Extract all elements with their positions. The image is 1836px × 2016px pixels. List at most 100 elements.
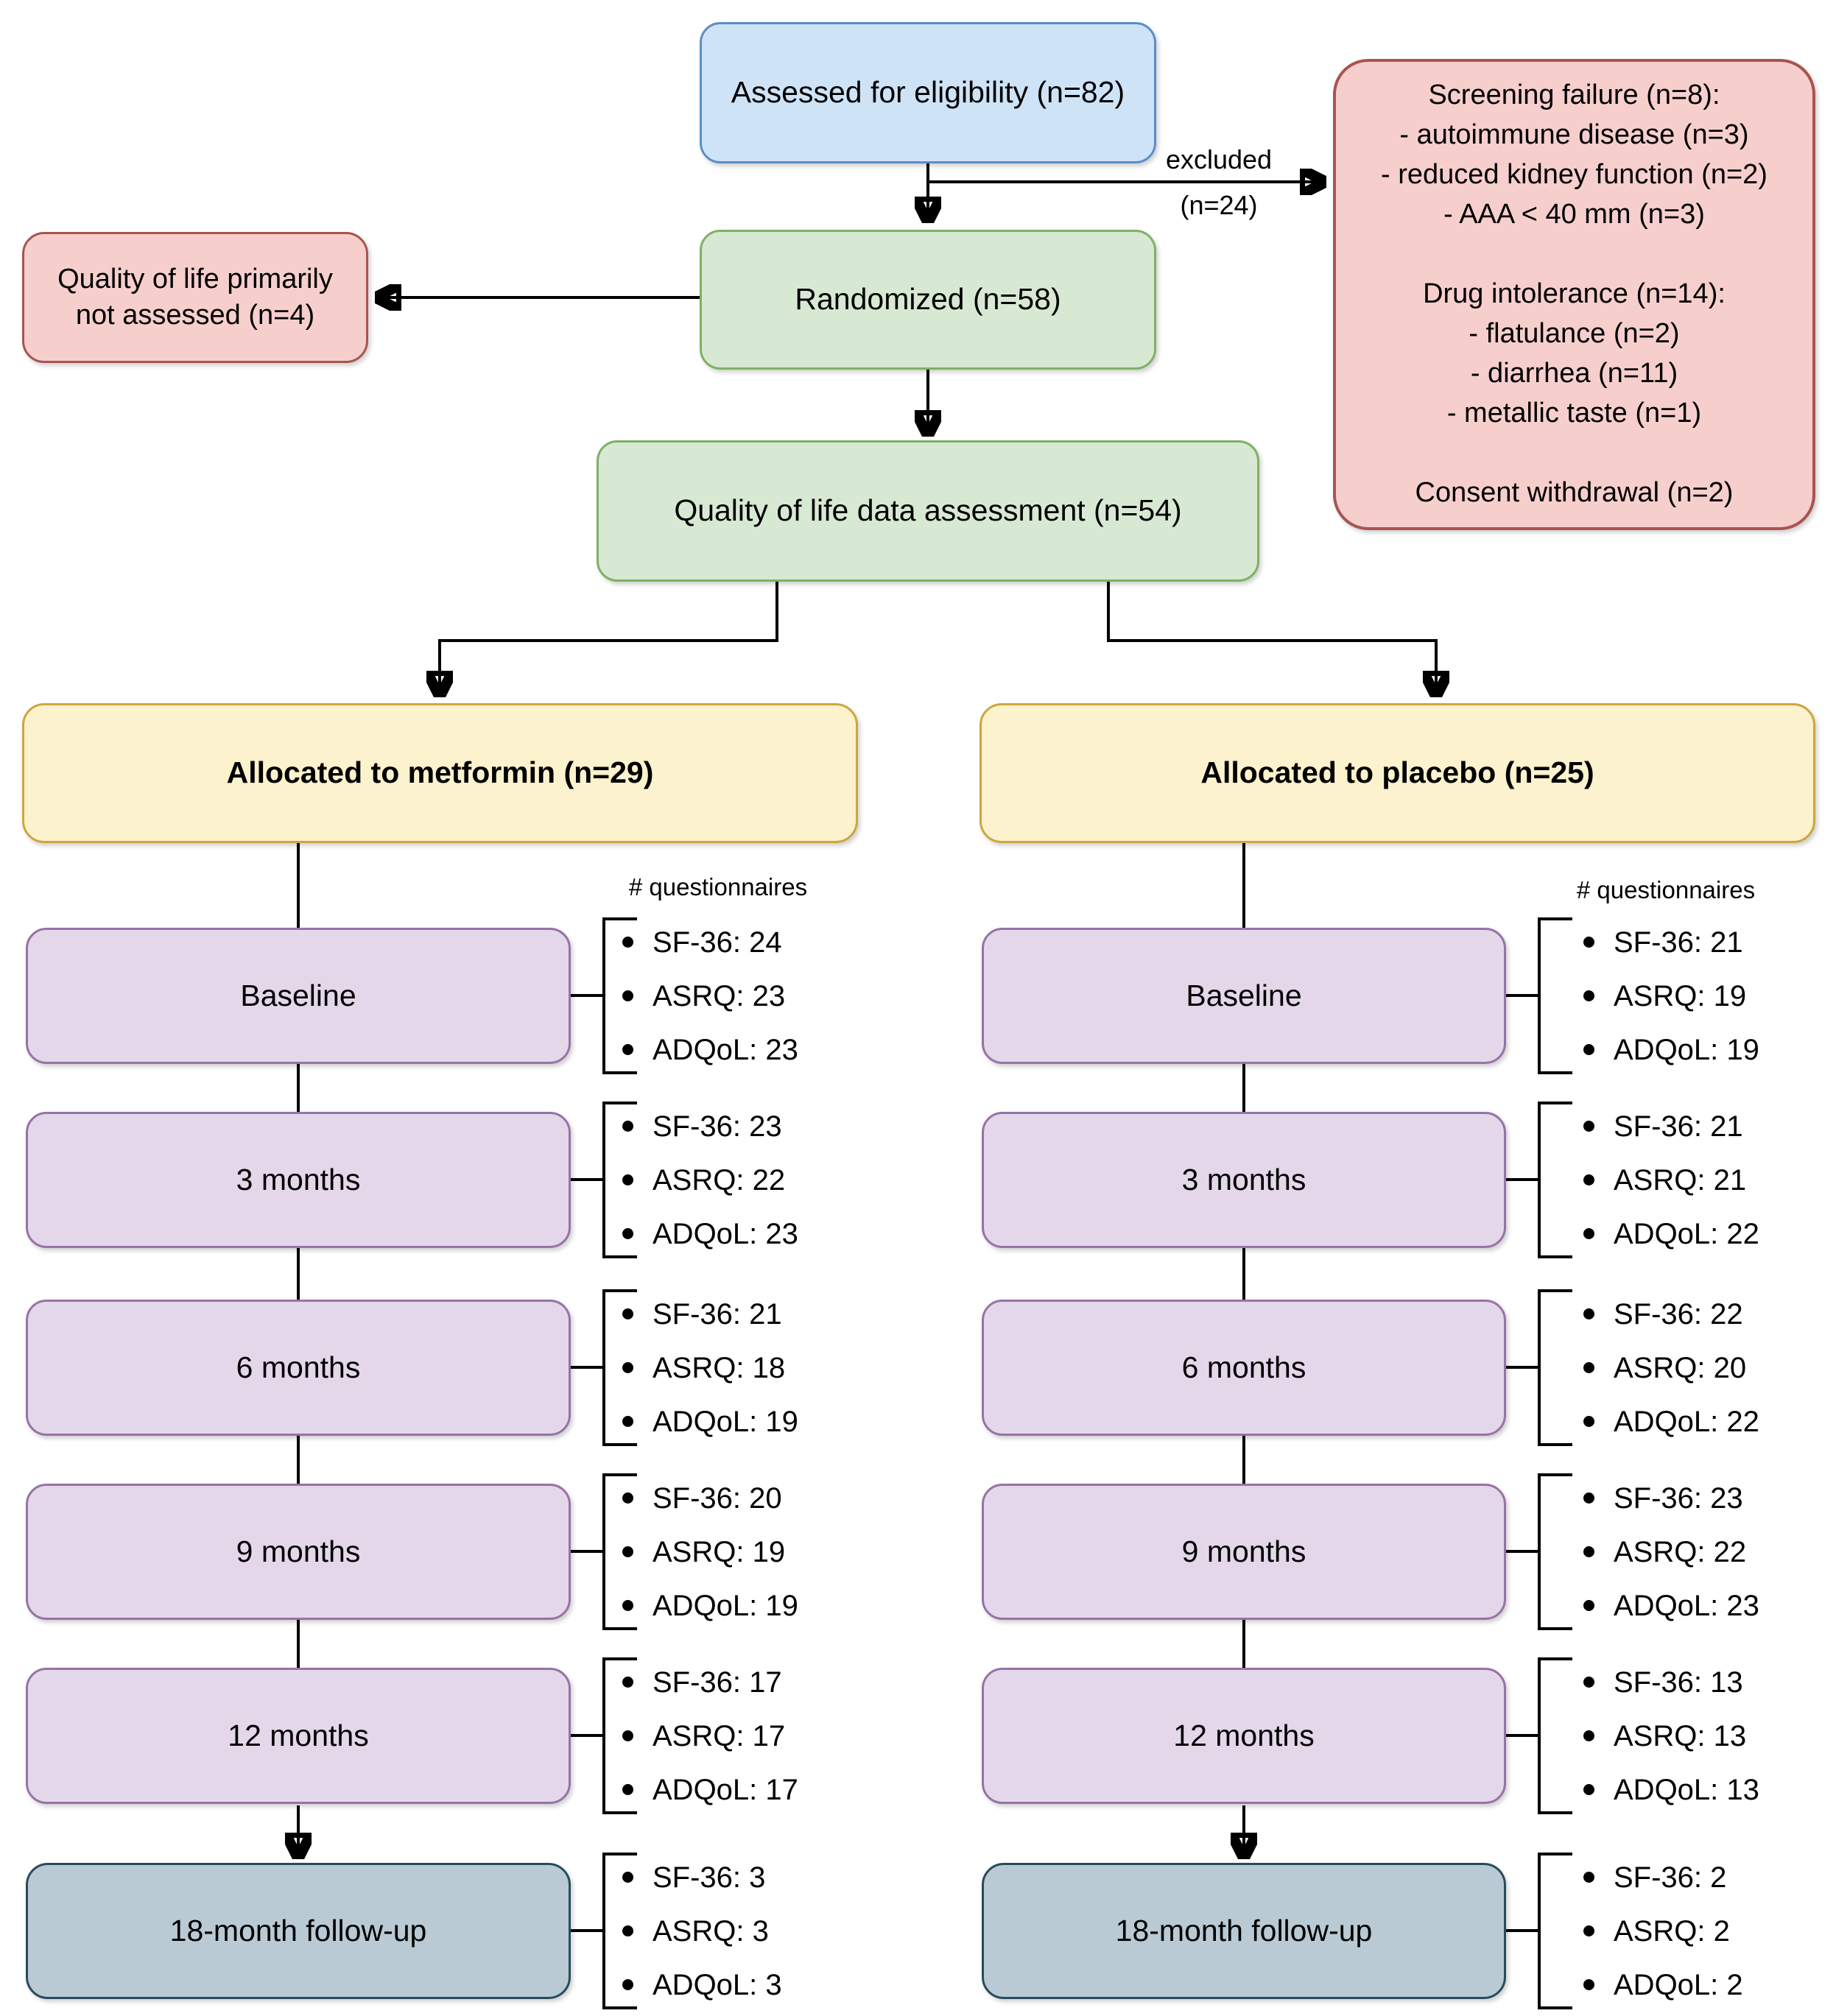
randomized-box: Randomized (n=58) — [700, 230, 1156, 370]
bullet-icon — [1583, 1308, 1594, 1319]
questionnaire-item: SF-36: 2 — [1583, 1861, 1834, 1894]
questionnaire-item: ASRQ: 23 — [622, 980, 917, 1012]
bracket-metformin-baseline — [602, 917, 637, 1074]
questionnaire-item: SF-36: 23 — [622, 1110, 917, 1143]
bullet-icon — [1583, 1228, 1594, 1239]
questionnaire-list-placebo-6m: SF-36: 22 ASRQ: 20 ADQoL: 22 — [1583, 1285, 1834, 1451]
excluded-label: excluded — [1165, 144, 1273, 175]
qol-assessment-box: Quality of life data assessment (n=54) — [597, 440, 1259, 582]
questionnaire-count: ASRQ: 17 — [653, 1719, 786, 1752]
questionnaire-item: SF-36: 17 — [622, 1666, 917, 1699]
bullet-icon — [622, 1784, 633, 1795]
questionnaire-list-metformin-12m: SF-36: 17 ASRQ: 17 ADQoL: 17 — [622, 1653, 917, 1819]
questionnaire-item: SF-36: 20 — [622, 1482, 917, 1515]
questionnaire-count: ADQoL: 19 — [1614, 1033, 1759, 1066]
bullet-icon — [622, 1979, 633, 1990]
bracket-placebo-12m — [1538, 1657, 1572, 1814]
questionnaire-list-metformin-6m: SF-36: 21 ASRQ: 18 ADQoL: 19 — [622, 1285, 917, 1451]
bracket-metformin-3m — [602, 1102, 637, 1258]
questionnaire-item: ASRQ: 19 — [1583, 980, 1834, 1012]
bullet-icon — [622, 1600, 633, 1611]
questionnaires-header-placebo: # questionnaires — [1576, 876, 1756, 903]
bracket-placebo-3m — [1538, 1102, 1572, 1258]
questionnaire-count: ADQoL: 17 — [653, 1773, 798, 1806]
questionnaire-count: ASRQ: 23 — [653, 979, 786, 1012]
bullet-icon — [1583, 1492, 1594, 1504]
questionnaire-item: SF-36: 24 — [622, 926, 917, 959]
questionnaire-count: ADQoL: 3 — [653, 1968, 782, 2001]
questionnaire-item: ASRQ: 13 — [1583, 1720, 1834, 1752]
questionnaire-item: ADQoL: 19 — [622, 1590, 917, 1622]
questionnaire-count: SF-36: 23 — [653, 1110, 782, 1143]
bullet-icon — [1583, 1600, 1594, 1611]
timepoint-box-placebo-3m: 3 months — [982, 1112, 1506, 1248]
followup-box-metformin: 18-month follow-up — [26, 1863, 571, 1999]
timepoint-box-metformin-3m: 3 months — [26, 1112, 571, 1248]
questionnaire-count: ADQoL: 2 — [1614, 1968, 1743, 2001]
timepoint-box-placebo-baseline: Baseline — [982, 928, 1506, 1064]
questionnaire-item: SF-36: 21 — [1583, 1110, 1834, 1143]
timepoint-box-placebo-9m: 9 months — [982, 1484, 1506, 1620]
bullet-icon — [622, 990, 633, 1001]
bullet-icon — [622, 1121, 633, 1132]
questionnaire-count: SF-36: 21 — [653, 1297, 782, 1331]
questionnaire-item: ASRQ: 2 — [1583, 1915, 1834, 1948]
bullet-icon — [622, 937, 633, 948]
arrow-to-placebo — [1107, 582, 1436, 695]
bullet-icon — [622, 1546, 633, 1557]
questionnaire-count: ADQoL: 23 — [653, 1217, 798, 1250]
questionnaire-item: ASRQ: 22 — [622, 1164, 917, 1196]
bullet-icon — [1583, 1362, 1594, 1373]
bullet-icon — [622, 1872, 633, 1883]
questionnaire-count: ADQoL: 22 — [1614, 1217, 1759, 1250]
questionnaire-item: ASRQ: 3 — [622, 1915, 917, 1948]
questionnaire-count: ADQoL: 13 — [1614, 1773, 1759, 1806]
questionnaire-count: SF-36: 21 — [1614, 1110, 1743, 1143]
questionnaire-item: ADQoL: 23 — [1583, 1590, 1834, 1622]
bullet-icon — [622, 1416, 633, 1427]
questionnaire-count: ASRQ: 22 — [1614, 1535, 1747, 1568]
questionnaire-count: ADQoL: 19 — [653, 1589, 798, 1622]
questionnaire-item: SF-36: 3 — [622, 1861, 917, 1894]
bullet-icon — [622, 1677, 633, 1688]
bullet-icon — [1583, 1121, 1594, 1132]
questionnaire-item: ASRQ: 20 — [1583, 1352, 1834, 1384]
questionnaire-count: ASRQ: 22 — [653, 1163, 786, 1196]
allocation-box-metformin: Allocated to metformin (n=29) — [22, 703, 858, 843]
questionnaire-count: SF-36: 21 — [1614, 926, 1743, 959]
questionnaire-list-metformin-9m: SF-36: 20 ASRQ: 19 ADQoL: 19 — [622, 1469, 917, 1635]
bracket-metformin-12m — [602, 1657, 637, 1814]
bullet-icon — [622, 1044, 633, 1055]
questionnaire-count: SF-36: 2 — [1614, 1861, 1727, 1894]
bullet-icon — [622, 1362, 633, 1373]
bracket-placebo-6m — [1538, 1289, 1572, 1446]
questionnaire-count: SF-36: 20 — [653, 1481, 782, 1515]
questionnaire-count: ASRQ: 2 — [1614, 1914, 1730, 1948]
questionnaires-header-metformin: # questionnaires — [628, 873, 808, 900]
excluded-count-label: (n=24) — [1180, 190, 1258, 220]
questionnaire-item: SF-36: 21 — [1583, 926, 1834, 959]
questionnaire-count: ASRQ: 3 — [653, 1914, 769, 1948]
arrow-to-metformin — [440, 582, 778, 695]
questionnaire-item: SF-36: 21 — [622, 1298, 917, 1331]
timepoint-box-placebo-12m: 12 months — [982, 1668, 1506, 1804]
questionnaire-item: ASRQ: 17 — [622, 1720, 917, 1752]
questionnaire-count: ASRQ: 20 — [1614, 1351, 1747, 1384]
bracket-placebo-baseline — [1538, 917, 1572, 1074]
bullet-icon — [622, 1925, 633, 1936]
questionnaire-item: ASRQ: 22 — [1583, 1536, 1834, 1568]
questionnaire-list-metformin-baseline: SF-36: 24 ASRQ: 23 ADQoL: 23 — [622, 913, 917, 1079]
bullet-icon — [1583, 1677, 1594, 1688]
questionnaire-item: SF-36: 13 — [1583, 1666, 1834, 1699]
questionnaire-item: ADQoL: 22 — [1583, 1406, 1834, 1438]
questionnaire-count: SF-36: 3 — [653, 1861, 766, 1894]
questionnaire-item: ADQoL: 23 — [622, 1218, 917, 1250]
bullet-icon — [622, 1492, 633, 1504]
bullet-icon — [1583, 1730, 1594, 1741]
questionnaire-count: ADQoL: 23 — [1614, 1589, 1759, 1622]
bullet-icon — [1583, 1979, 1594, 1990]
bullet-icon — [1583, 1174, 1594, 1185]
questionnaire-item: ADQoL: 17 — [622, 1774, 917, 1806]
allocation-box-placebo: Allocated to placebo (n=25) — [979, 703, 1815, 843]
questionnaire-count: SF-36: 22 — [1614, 1297, 1743, 1331]
